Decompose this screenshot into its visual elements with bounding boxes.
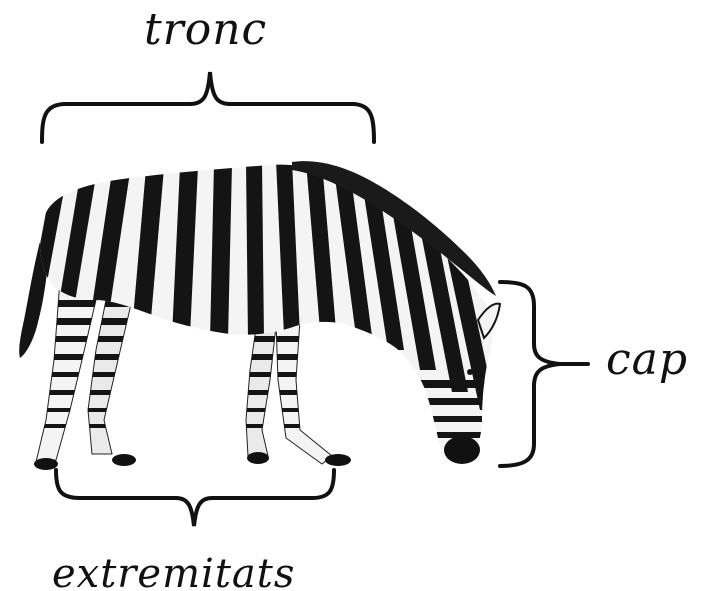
trunk-brace <box>42 72 374 142</box>
trunk-label: tronc <box>144 8 267 52</box>
limbs-label: extremitats <box>52 554 295 591</box>
head-brace <box>500 282 560 466</box>
limbs-brace <box>56 470 334 526</box>
zebra-muzzle <box>444 436 480 464</box>
head-label: cap <box>606 338 688 382</box>
